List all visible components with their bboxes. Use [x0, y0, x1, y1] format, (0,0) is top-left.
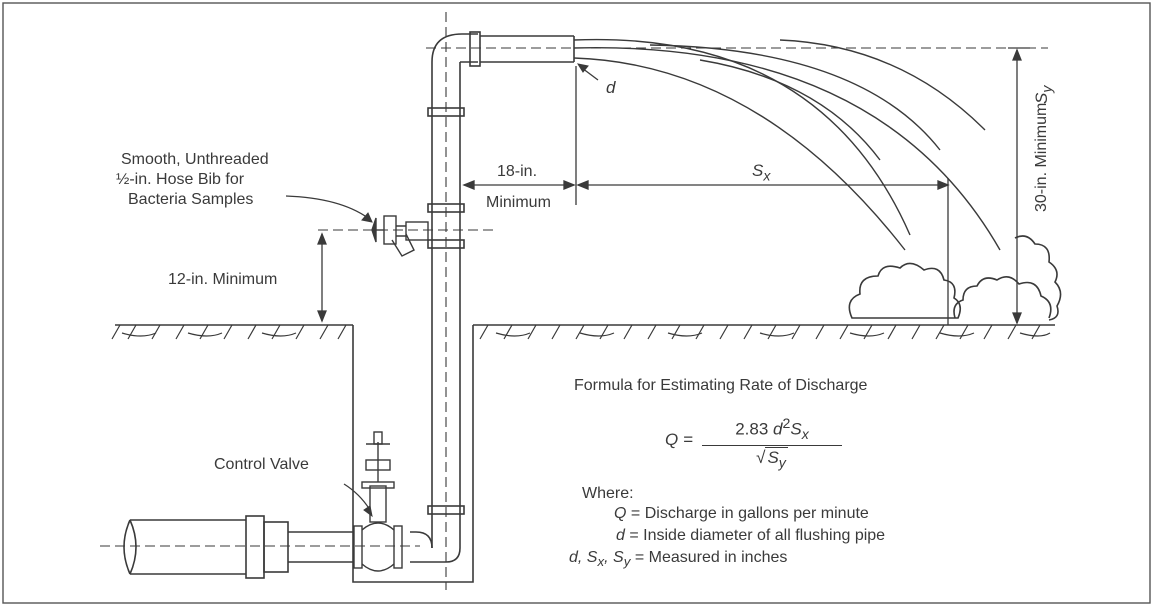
def-d: d = Inside diameter of all flushing pipe — [616, 526, 885, 546]
formula-title: Formula for Estimating Rate of Discharge — [574, 377, 868, 394]
d-pointer-label: d — [606, 78, 616, 97]
formula-coefficient: 2.83 — [735, 419, 769, 439]
def-units-eq: = — [634, 549, 645, 566]
main-pipe-break — [123, 519, 131, 575]
def-q-eq: = — [630, 505, 641, 522]
def-units-sub-y: y — [623, 554, 631, 570]
formula-sy-sub: y — [778, 455, 786, 472]
top-elbow-flange — [469, 31, 481, 67]
d-pointer-arrow — [576, 63, 589, 73]
hose-bib-arrow — [361, 212, 373, 223]
formula-sy: S — [767, 448, 779, 468]
def-units-sub-x: x — [597, 554, 605, 570]
twelve-dimension — [317, 232, 327, 323]
control-valve-label: Control Valve — [214, 456, 309, 473]
pit-outline — [352, 325, 474, 583]
sx-letter: S — [752, 161, 764, 180]
hose-bib-label-1: Smooth, Unthreaded — [121, 151, 269, 168]
top-elbow-outer — [431, 33, 478, 63]
main-pipe-break-2 — [129, 519, 137, 575]
control-valve — [353, 431, 403, 572]
formula-denominator: √Sy — [756, 447, 788, 472]
hose-bib-label-2: ½-in. Hose Bib for — [116, 171, 245, 188]
def-d-text: Inside diameter of all flushing pipe — [643, 527, 886, 544]
water-stream — [573, 38, 1001, 251]
ground-hatch-left — [111, 324, 347, 340]
sy-subscript: y — [1039, 85, 1056, 93]
sx-subscript: x — [763, 168, 771, 185]
def-units: d, Sx, Sy = Measured in inches — [569, 548, 787, 572]
hose-bib — [371, 215, 429, 257]
sy-label: Sy — [1032, 86, 1057, 104]
def-q: Q = Discharge in gallons per minute — [614, 504, 869, 524]
inlet-coupling-collar — [245, 515, 265, 579]
hose-bib-leader — [285, 195, 369, 219]
twelve-min-label: 12-in. Minimum — [168, 271, 278, 288]
hose-bib-label-3: Bacteria Samples — [128, 191, 254, 208]
sx-label: Sx — [752, 161, 770, 186]
sx-dimension — [575, 66, 950, 325]
def-d-eq: = — [629, 527, 639, 544]
def-units-d-s: d, S — [569, 549, 598, 566]
formula-sx-sub: x — [801, 427, 809, 444]
splash-cloud-far — [1014, 235, 1062, 321]
sy-dimension — [1008, 47, 1030, 325]
formula-d: d — [773, 419, 783, 439]
def-units-text: Measured in inches — [648, 549, 788, 566]
formula-fraction: 2.83 d2Sx √Sy — [702, 416, 842, 471]
frame-border — [2, 2, 1151, 604]
ground-hatch-right — [479, 324, 1051, 340]
control-valve-arrow — [363, 505, 373, 518]
formula-radicand: Sy — [765, 447, 788, 471]
formula-lhs: Q = — [665, 430, 693, 449]
bottom-elbow-outer — [410, 547, 461, 563]
inlet-coupling — [263, 521, 289, 573]
splash-cloud-left — [848, 262, 962, 319]
def-d-symbol: d — [616, 527, 625, 544]
center-lines — [100, 12, 1048, 590]
formula-sx: S — [790, 419, 802, 439]
splash-cloud-right — [953, 276, 1052, 319]
eighteen-dimension — [462, 180, 576, 190]
formula-exponent: 2 — [782, 416, 791, 432]
def-q-symbol: Q — [614, 505, 627, 522]
eighteen-minimum-label: Minimum — [486, 194, 551, 211]
formula-where: Where: — [582, 485, 634, 502]
formula-numerator: 2.83 d2Sx — [702, 416, 842, 447]
eighteen-label: 18-in. — [497, 163, 538, 180]
thirty-min-label: 30-in. Minimum — [1033, 102, 1050, 212]
def-q-text: Discharge in gallons per minute — [644, 505, 869, 522]
def-units-s: , S — [604, 549, 624, 566]
bottom-elbow-inner — [410, 531, 433, 549]
